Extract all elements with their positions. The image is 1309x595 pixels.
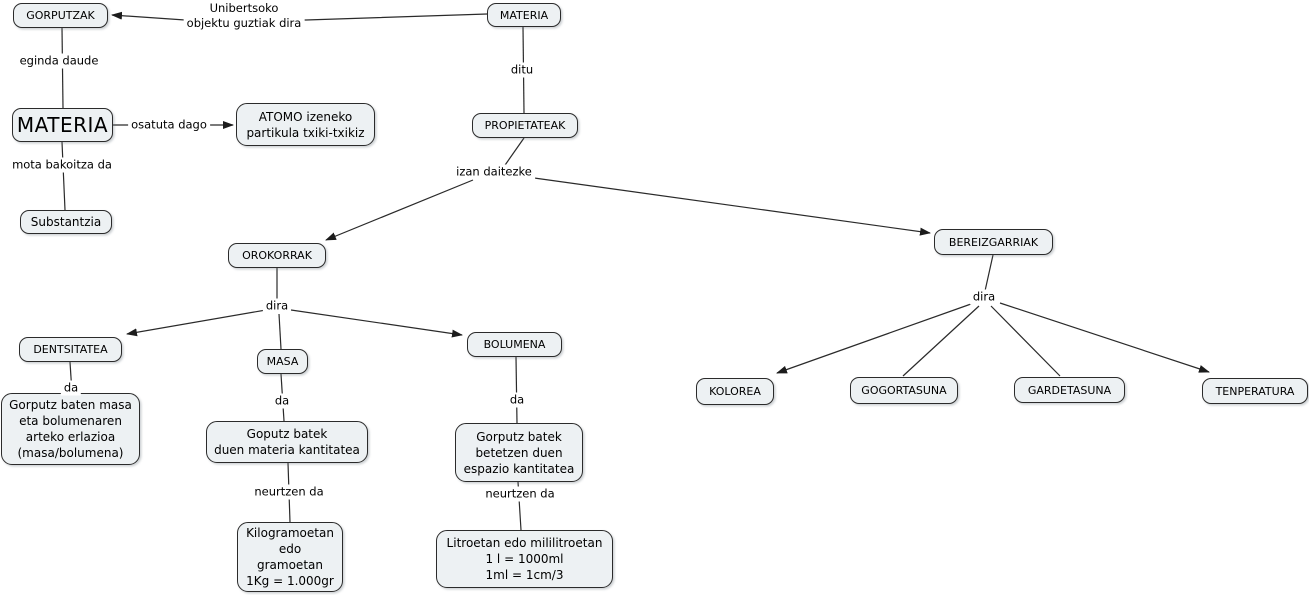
node-gogortasuna[interactable]: GOGORTASUNA (850, 377, 958, 404)
node-litro[interactable]: Litroetan edo mililitroetan 1 l = 1000ml… (436, 530, 613, 588)
edge-bereizgarriak-dira (984, 254, 994, 292)
edge-dira-bolumena (290, 309, 463, 338)
node-tenperatura[interactable]: TENPERATURA (1202, 378, 1308, 404)
node-atomo[interactable]: ATOMO izeneko partikula txiki-txikiz (236, 103, 375, 146)
node-kilogramo[interactable]: Kilogramoetan edo gramoetan 1Kg = 1.000g… (237, 522, 343, 592)
node-kilogramo-line: Kilogramoetan (246, 526, 334, 540)
edge-bolumena-desc (515, 356, 518, 424)
node-litro-line: Litroetan edo mililitroetan (446, 536, 603, 550)
link-label-eginda-daude[interactable]: eginda daude (16, 53, 102, 69)
node-atomo-line: partikula txiki-txikiz (246, 125, 365, 140)
node-atomo-line: ATOMO izeneko (258, 109, 353, 124)
node-orokorrak[interactable]: OROKORRAK (228, 243, 326, 268)
edge-propietateak-izan (502, 137, 525, 169)
link-label-unibertsoko[interactable]: Unibertsoko objektu guztiak dira (183, 1, 305, 31)
link-label-da-bolumena[interactable]: da (506, 392, 528, 408)
link-label-dira-right[interactable]: dira (969, 289, 999, 305)
node-gorputzak[interactable]: GORPUTZAK (13, 3, 108, 28)
node-substantzia[interactable]: Substantzia (20, 210, 112, 234)
node-dentsitatea-desc-line: (masa/bolumena) (17, 446, 124, 460)
link-label-mota-bakoitza[interactable]: mota bakoitza da (9, 157, 115, 173)
node-materia-left[interactable]: MATERIA (12, 108, 113, 142)
node-dentsitatea-desc-line: eta bolumenaren (19, 414, 122, 428)
node-bolumena[interactable]: BOLUMENA (467, 332, 562, 357)
edge-izan-orokorrak (325, 179, 474, 241)
edge-izan-bereizgarriak (526, 176, 931, 236)
node-bolumena-desc-line: betetzen duen (475, 445, 563, 460)
node-dentsitatea-desc-line: arteko erlazioa (25, 430, 116, 444)
node-masa[interactable]: MASA (257, 349, 308, 374)
edge-dira-gardetasuna (990, 305, 1061, 377)
edge-dira-masa (278, 313, 282, 350)
node-dentsitatea-desc[interactable]: Gorputz baten masa eta bolumenaren artek… (1, 393, 140, 465)
node-bereizgarriak[interactable]: BEREIZGARRIAK (934, 229, 1053, 255)
edge-dira-gogortasuna (902, 305, 980, 377)
link-label-osatuta-dago[interactable]: osatuta dago (128, 117, 210, 133)
link-label-unibertsoko-line: Unibertsoko (209, 1, 279, 15)
link-label-neurtzen-da-right[interactable]: neurtzen da (482, 486, 558, 502)
node-kilogramo-line: gramoetan (257, 558, 323, 572)
node-masa-desc-line: Goputz batek (246, 427, 328, 441)
node-masa-desc[interactable]: Goputz batek duen materia kantitatea (206, 421, 368, 463)
node-kilogramo-line: 1Kg = 1.000gr (246, 574, 334, 588)
link-label-dira-left[interactable]: dira (262, 298, 292, 314)
link-label-da-dentsitatea[interactable]: da (60, 380, 82, 396)
edge-dira-dentsitatea (126, 309, 267, 337)
node-kilogramo-line: edo (278, 542, 302, 556)
node-gardetasuna[interactable]: GARDETASUNA (1014, 377, 1125, 403)
node-bolumena-desc[interactable]: Gorputz batek betetzen duen espazio kant… (455, 423, 583, 482)
edge-dira-kolorea (776, 303, 972, 374)
edge-dira-tenperatura (999, 302, 1210, 373)
node-bolumena-desc-line: espazio kantitatea (463, 461, 575, 476)
node-dentsitatea-desc-line: Gorputz baten masa (9, 398, 132, 412)
link-label-izan-daitezke[interactable]: izan daitezke (453, 164, 535, 180)
edge-materia-substantzia (61, 141, 66, 211)
link-label-unibertsoko-line: objektu guztiak dira (186, 16, 302, 30)
link-label-da-masa[interactable]: da (271, 393, 293, 409)
node-bolumena-desc-line: Gorputz batek (476, 429, 562, 444)
link-label-neurtzen-da-left[interactable]: neurtzen da (251, 484, 327, 500)
link-label-ditu[interactable]: ditu (507, 62, 537, 78)
node-propietateak[interactable]: PROPIETATEAK (472, 113, 578, 138)
node-masa-desc-line: duen materia kantitatea (214, 443, 360, 457)
node-materia-top[interactable]: MATERIA (487, 3, 561, 27)
node-kolorea[interactable]: KOLOREA (696, 378, 774, 405)
node-litro-line: 1ml = 1cm/3 (485, 568, 564, 582)
node-dentsitatea[interactable]: DENTSITATEA (19, 337, 122, 362)
node-litro-line: 1 l = 1000ml (485, 552, 564, 566)
